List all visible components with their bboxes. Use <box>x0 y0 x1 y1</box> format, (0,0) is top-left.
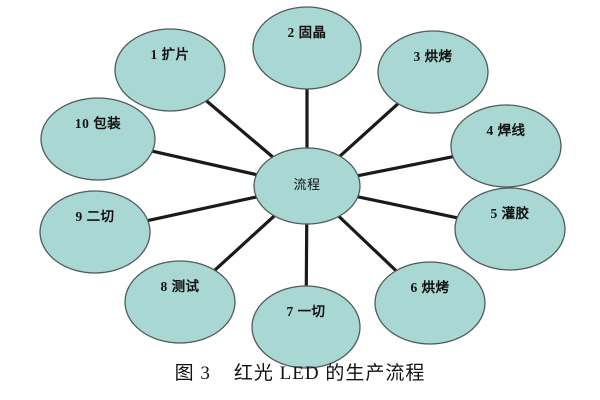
node-label-7: 7 一切 <box>286 304 325 319</box>
node-label-8: 8 测试 <box>160 278 199 294</box>
figure-caption: 图 3 红光 LED 的生产流程 <box>174 363 426 384</box>
process-node-6[interactable]: 6 烘烤 <box>374 261 486 345</box>
node-shape-2 <box>252 6 362 90</box>
process-node-3[interactable]: 3 烘烤 <box>377 30 489 114</box>
node-label-2: 2 固晶 <box>287 25 326 40</box>
center-node-shape <box>253 147 361 225</box>
spoke-to-node-10 <box>152 149 257 177</box>
node-label-1: 1 扩片 <box>150 46 189 62</box>
process-node-7[interactable]: 7 一切 <box>251 285 361 369</box>
spoke-to-node-6 <box>337 215 398 272</box>
spoke-to-node-5 <box>357 195 458 220</box>
nodes-layer: 1 扩片 2 固晶 3 烘烤 4 焊线 5 灌胶 6 烘烤 7 一切 8 测试 9 二切 10 包… <box>39 6 566 369</box>
node-shape-1 <box>114 28 226 112</box>
node-shape-4 <box>450 104 562 188</box>
node-label-10: 10 包装 <box>75 115 121 131</box>
node-shape-8 <box>124 260 236 344</box>
node-shape-5 <box>454 187 566 271</box>
process-node-4[interactable]: 4 焊线 <box>450 104 562 188</box>
spoke-to-node-9 <box>147 195 257 223</box>
node-label-3: 3 烘烤 <box>413 48 452 64</box>
node-shape-10 <box>40 97 156 181</box>
node-label-4: 4 焊线 <box>486 122 525 138</box>
process-node-8[interactable]: 8 测试 <box>124 260 236 344</box>
process-node-2[interactable]: 2 固晶 <box>252 6 362 90</box>
center-node-label: 流程 <box>293 177 320 192</box>
node-shape-7 <box>251 285 361 369</box>
center-node[interactable]: 流程 <box>253 147 361 225</box>
node-label-5: 5 灌胶 <box>490 205 529 221</box>
process-node-1[interactable]: 1 扩片 <box>114 28 226 112</box>
spokes-layer <box>147 89 458 287</box>
spoke-to-node-8 <box>213 214 276 272</box>
node-shape-3 <box>377 30 489 114</box>
process-node-10[interactable]: 10 包装 <box>40 97 156 181</box>
process-node-5[interactable]: 5 灌胶 <box>454 187 566 271</box>
node-label-9: 9 二切 <box>75 209 114 224</box>
node-shape-6 <box>374 261 486 345</box>
node-shape-9 <box>39 190 151 274</box>
spoke-to-node-1 <box>205 99 274 159</box>
process-node-9[interactable]: 9 二切 <box>39 190 151 274</box>
spoke-to-node-4 <box>357 155 454 178</box>
node-label-6: 6 烘烤 <box>410 279 449 295</box>
spoke-to-node-3 <box>338 102 400 158</box>
